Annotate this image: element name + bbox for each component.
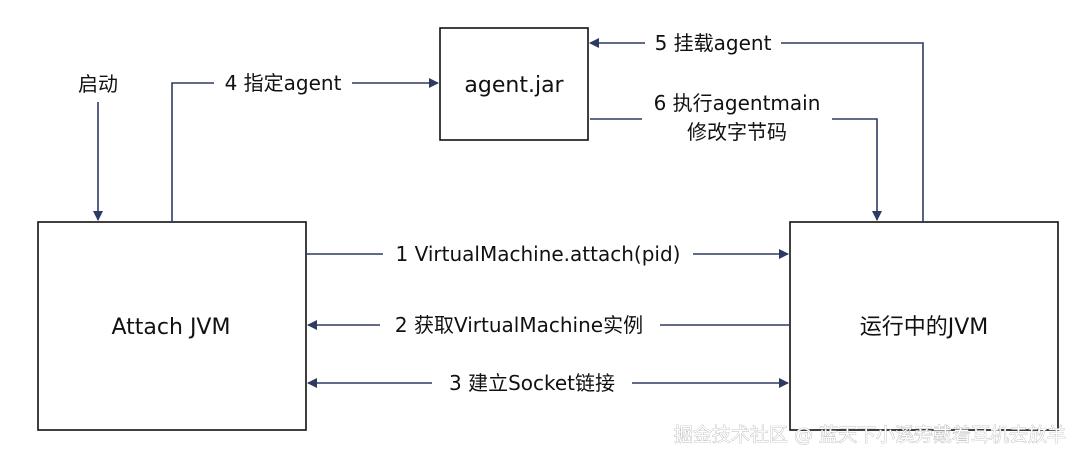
start-label: 启动 [78,72,118,96]
step4-label-bg [214,70,352,96]
step3-label: 3 建立Socket链接 [449,371,615,395]
step6-label-bg [642,90,832,146]
running-jvm-box [789,221,1059,431]
agent-jar-box [439,27,589,141]
step3-label-bg [432,369,632,397]
step1-label-bg [383,240,693,268]
step5-label: 5 挂载agent [655,31,772,55]
watermark-text: 掘金技术社区 @ 蓝天下小溪旁戴着耳机去放羊 [674,424,1066,446]
step2-label-bg [380,311,660,339]
step4-label: 4 指定agent [225,71,342,95]
step2-label: 2 获取VirtualMachine实例 [395,313,643,337]
agent-jar-label: agent.jar [464,73,564,98]
attach-jvm-label: Attach JVM [112,315,231,340]
step6-label-line2: 修改字节码 [687,120,787,144]
step4-arrow [171,78,439,222]
attach-jvm-box [37,221,307,431]
step5-label-bg [645,30,781,56]
running-jvm-label: 运行中的JVM [860,315,989,340]
step6-label-line1: 6 执行agentmain [654,91,821,115]
step1-label: 1 VirtualMachine.attach(pid) [396,242,681,266]
